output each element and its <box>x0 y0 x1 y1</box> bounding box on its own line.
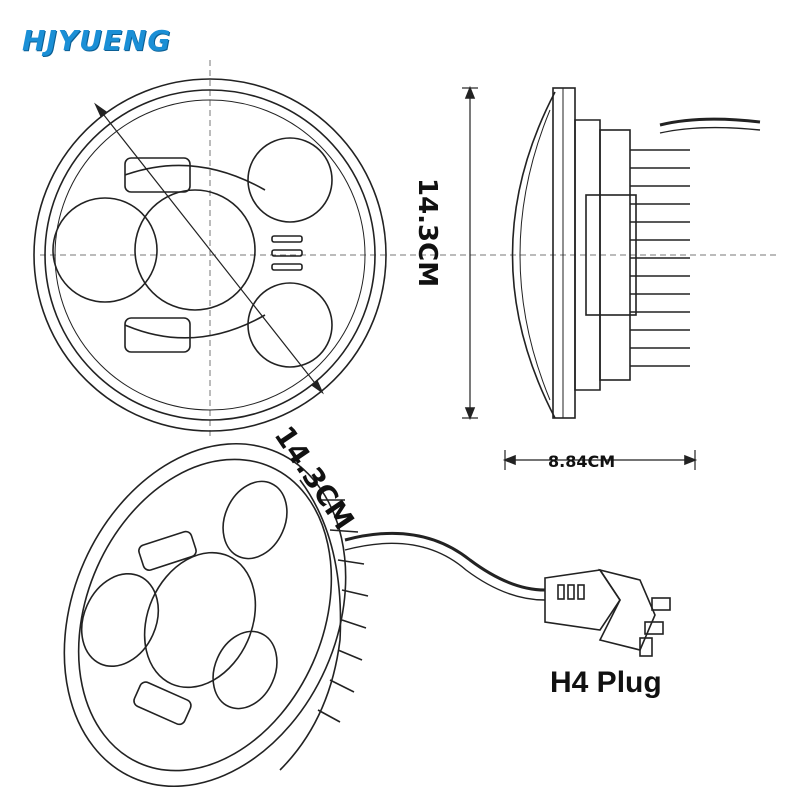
persp-projector <box>143 551 257 689</box>
lens-edge <box>54 99 366 411</box>
persp-outer-rim <box>63 442 347 788</box>
inner-rim <box>44 89 376 421</box>
housing-body <box>574 119 601 391</box>
persp-drl-top <box>138 530 197 571</box>
side-height-label: 14.3CM <box>412 178 442 288</box>
vent-slots <box>271 235 303 271</box>
persp-inner-rim <box>77 458 333 772</box>
heatsink-fins <box>599 129 690 381</box>
h4-plug <box>544 568 671 657</box>
reflector-bottom-right <box>247 282 333 368</box>
center-projector <box>134 189 256 311</box>
brand-logo: HJYUENG <box>22 24 172 57</box>
side-depth-label: 8.84CM <box>548 452 616 471</box>
perspective-view <box>63 442 671 788</box>
side-cable <box>659 117 761 127</box>
reflector-top-right <box>247 137 333 223</box>
lens-dome <box>511 91 556 419</box>
persp-reflector-top <box>222 480 288 560</box>
h4-plug-label: H4 Plug <box>550 666 662 699</box>
driver-module <box>585 194 637 316</box>
side-rim <box>552 87 576 419</box>
drl-bar-top <box>124 157 191 193</box>
persp-fins <box>317 499 369 723</box>
projector-hood-upper <box>124 164 266 191</box>
persp-housing-edge <box>279 479 342 771</box>
persp-reflector-bottom <box>212 630 278 710</box>
side-view <box>462 85 761 470</box>
outer-rim <box>33 78 387 432</box>
diameter-dimension-line <box>95 104 323 393</box>
persp-cable <box>344 531 546 592</box>
reflector-left <box>52 197 158 303</box>
lens-inner-curve <box>519 109 551 401</box>
front-view <box>33 60 780 440</box>
drl-bar-bottom <box>124 317 191 353</box>
dimension-arrow-end <box>310 379 324 395</box>
persp-drl-bottom <box>133 681 192 726</box>
persp-reflector-left <box>80 572 160 668</box>
dimension-arrow-start <box>94 102 108 118</box>
projector-hood-lower <box>124 314 266 339</box>
